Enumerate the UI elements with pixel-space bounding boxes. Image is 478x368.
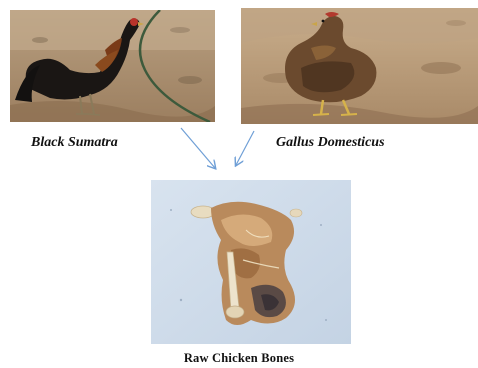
raw-chicken-bones-label: Raw Chicken Bones xyxy=(0,351,478,366)
gallus-domesticus-label: Gallus Domesticus xyxy=(276,135,385,151)
black-sumatra-photo xyxy=(10,10,215,122)
gallus-domesticus-photo xyxy=(241,8,478,124)
raw-chicken-bones-photo xyxy=(151,180,351,344)
arrow-left xyxy=(181,128,215,168)
black-sumatra-label: Black Sumatra xyxy=(31,135,118,151)
arrow-right xyxy=(236,131,254,165)
